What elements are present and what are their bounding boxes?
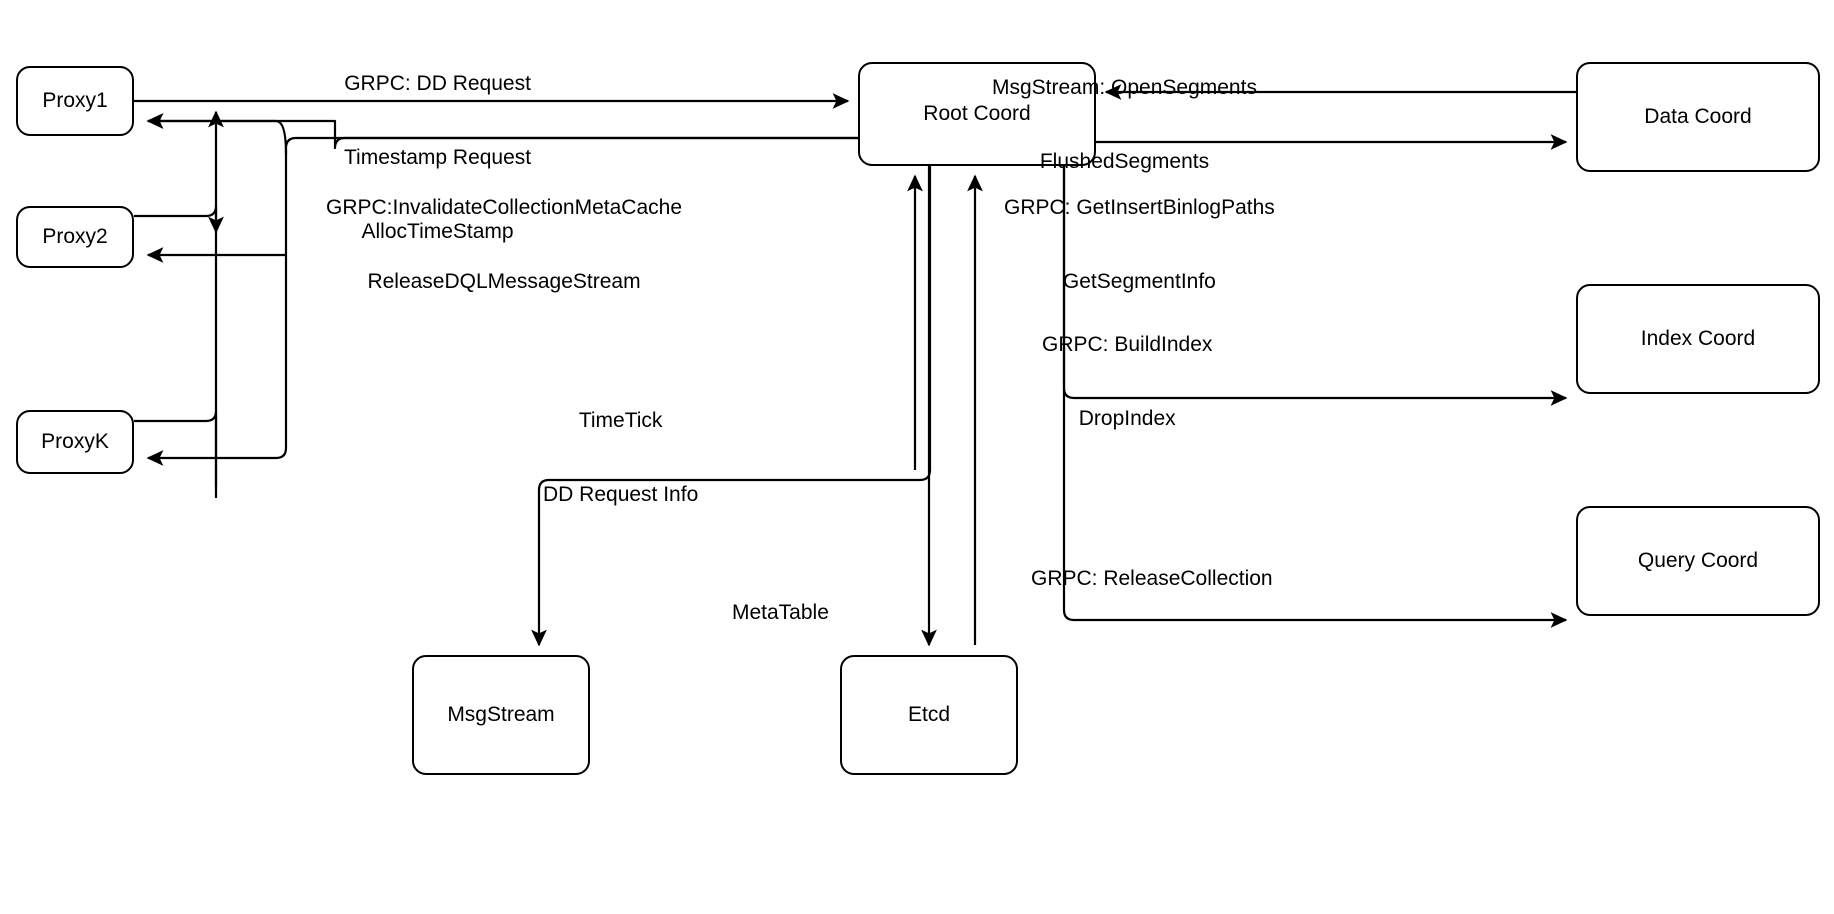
edge-label-line: FlushedSegments [1039,149,1210,173]
node-proxy1[interactable]: Proxy1 [16,66,134,136]
edge-label-root-to-etcd: MetaTable [732,551,829,675]
node-root-coord-label: Root Coord [923,101,1031,125]
edge-label-line: TimeTick [578,408,663,432]
node-data-coord-label: Data Coord [1644,104,1752,128]
edge-proxyk-to-bus [134,409,218,498]
edge-label-line: GRPC: DD Request [344,71,531,95]
node-proxyk-label: ProxyK [41,429,109,453]
edge-label-line: DropIndex [1078,406,1176,430]
edge-label-line: GRPC: GetInsertBinlogPaths [1004,195,1275,219]
edge-return-trunk [146,136,858,466]
edge-rootcoord-to-querycoord [1062,166,1568,628]
edge-label-line: DD Request Info [543,482,699,506]
edge-label-line: ReleaseDQLMessageStream [367,269,641,293]
edge-proxy2-to-bus [134,204,224,234]
edge-label-line: MsgStream: OpenSegments [992,75,1257,99]
node-query-coord[interactable]: Query Coord [1576,506,1820,616]
edge-label-datacoord-to-root: MsgStream: OpenSegments FlushedSegments [992,26,1257,224]
node-msgstream-label: MsgStream [447,702,555,726]
edge-label-line: GetSegmentInfo [1062,269,1216,293]
edge-label-root-to-msgstream: TimeTick DD Request Info [543,359,698,557]
node-etcd[interactable]: Etcd [840,655,1018,775]
node-msgstream[interactable]: MsgStream [412,655,590,775]
edge-label-root-to-proxy: GRPC:InvalidateCollectionMetaCache Relea… [326,146,682,344]
node-index-coord[interactable]: Index Coord [1576,284,1820,394]
edge-label-root-to-querycoord: GRPC: ReleaseCollection [1031,517,1273,641]
node-index-coord-label: Index Coord [1640,326,1756,350]
node-proxy2[interactable]: Proxy2 [16,206,134,268]
edge-label-line: GRPC: ReleaseCollection [1031,566,1273,590]
edge-label-root-to-datacoord: GRPC: GetInsertBinlogPaths GetSegmentInf… [1004,146,1275,344]
node-proxy1-label: Proxy1 [42,88,108,112]
node-data-coord[interactable]: Data Coord [1576,62,1820,172]
node-proxyk[interactable]: ProxyK [16,410,134,474]
edge-label-line: Timestamp Request [344,145,532,169]
node-root-coord[interactable]: Root Coord [858,62,1096,166]
node-query-coord-label: Query Coord [1637,548,1759,572]
edge-label-line: GRPC: BuildIndex [1042,332,1213,356]
edge-label-root-to-indexcoord: GRPC: BuildIndex DropIndex [1042,283,1212,481]
node-etcd-label: Etcd [907,702,951,726]
node-proxy2-label: Proxy2 [42,224,108,248]
edge-label-line: MetaTable [732,600,829,624]
edge-label-line: GRPC:InvalidateCollectionMetaCache [326,195,683,219]
edge-return-to-proxy1 [146,113,288,155]
edge-label-line: AllocTimeStamp [361,220,514,244]
edge-label-proxy-to-root: GRPC: DD Request Timestamp Request Alloc… [344,22,531,294]
